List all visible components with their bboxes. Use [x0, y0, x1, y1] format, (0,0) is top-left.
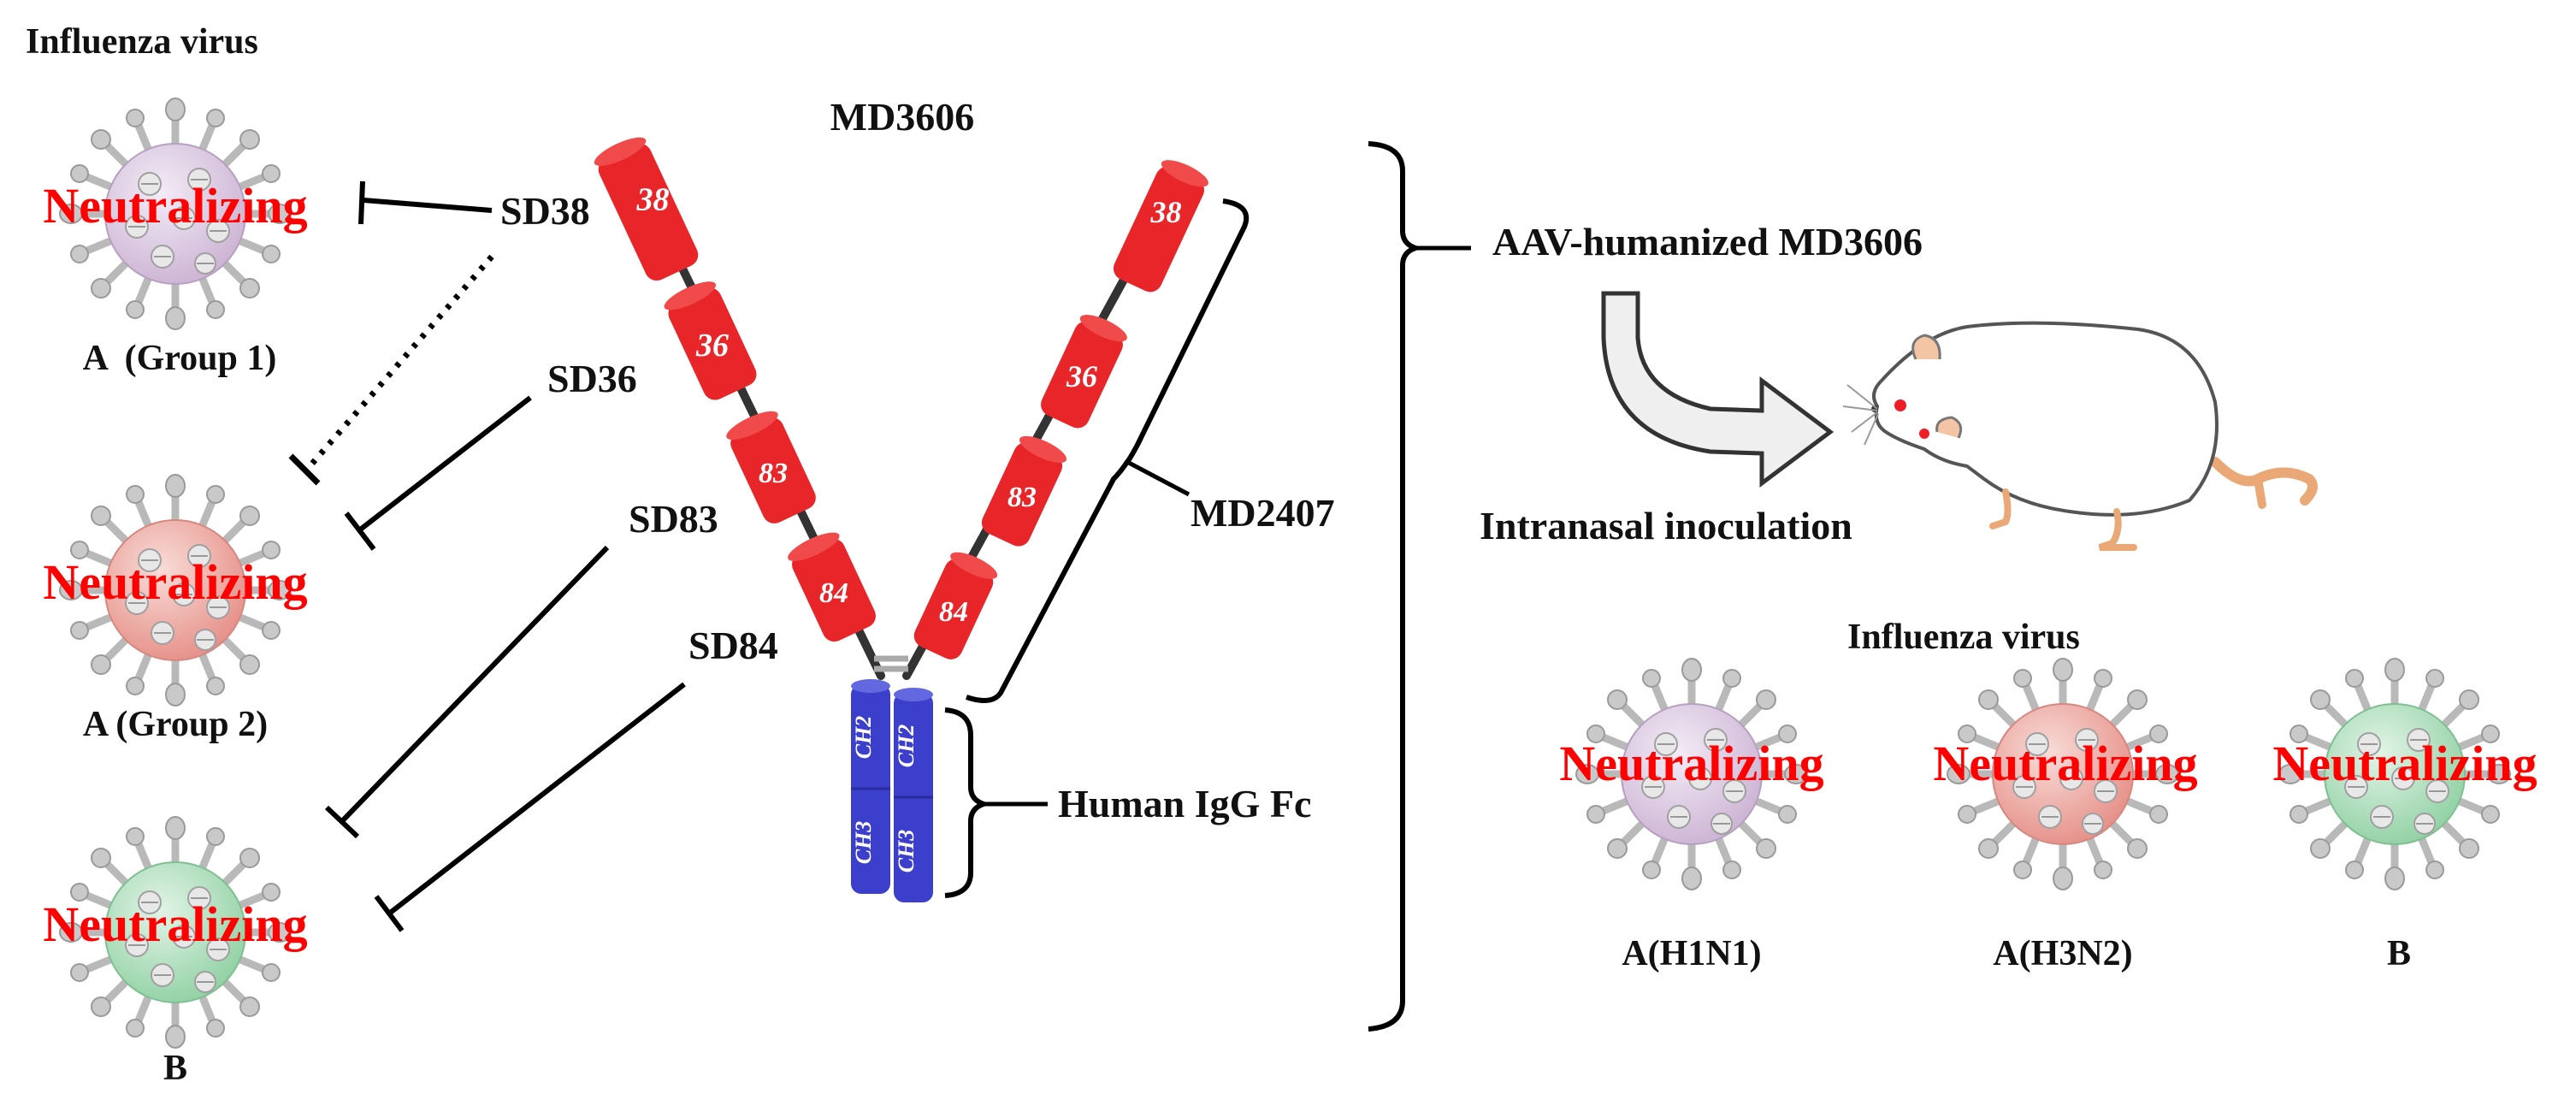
virus-h1n1-status: Neutralizing — [1559, 736, 1823, 791]
svg-text:84: 84 — [939, 596, 968, 628]
svg-text:84: 84 — [819, 577, 848, 609]
md2407-label: MD2407 — [1191, 491, 1335, 535]
left-arm-domain-36: 36 — [664, 281, 757, 400]
route-label: Intranasal inoculation — [1480, 504, 1852, 547]
inhibition-line-sd36-dotted — [288, 254, 494, 486]
inhibition-line-sd36 — [344, 395, 532, 551]
fc-right-chain: CH2 CH3 — [894, 688, 933, 902]
inhibition-line-sd83 — [324, 545, 610, 839]
domain-label-sd83: SD83 — [629, 497, 718, 541]
svg-text:38: 38 — [1149, 195, 1181, 229]
left-panel-title: Influenza virus — [26, 22, 258, 62]
svg-text:CH2: CH2 — [894, 724, 919, 768]
svg-text:CH3: CH3 — [894, 830, 919, 873]
svg-text:38: 38 — [635, 181, 669, 217]
construct-label: AAV-humanized MD3606 — [1492, 220, 1923, 263]
domain-label-sd36: SD36 — [547, 357, 637, 400]
inoculation-arrow-icon — [1601, 291, 1835, 488]
left-arm-domain-84: 84 — [788, 532, 876, 642]
virus-h3n2-label: A(H3N2) — [1993, 934, 2132, 973]
antibody-linkers — [629, 163, 1176, 680]
left-arm-domain-38: 38 — [594, 137, 699, 281]
right-arm-domain-36: 36 — [1041, 315, 1127, 429]
svg-text:36: 36 — [1066, 359, 1097, 393]
virus-right-b-status: Neutralizing — [2272, 736, 2537, 791]
virus-right-b-label: B — [2387, 934, 2411, 973]
virus-h3n2-icon — [1947, 659, 2178, 890]
md3606-bracket — [1368, 141, 1424, 1032]
virus-a-group1-icon — [60, 98, 291, 329]
virus-h1n1-icon — [1576, 659, 1807, 890]
fc-left-chain: CH2 CH3 — [851, 679, 890, 894]
svg-text:CH2: CH2 — [851, 716, 876, 760]
fc-hinge — [874, 655, 908, 672]
virus-a-group1-label: A (Group 1) — [83, 339, 277, 378]
right-arm-domain-38: 38 — [1113, 160, 1208, 293]
virus-b-label: B — [163, 1049, 187, 1088]
virus-right-b-icon — [2279, 659, 2510, 890]
mouse-icon — [1842, 321, 2318, 551]
virus-b-status: Neutralizing — [43, 896, 307, 952]
svg-text:83: 83 — [1007, 482, 1037, 513]
inhibition-line-sd38 — [358, 180, 493, 225]
virus-a-group2-status: Neutralizing — [43, 554, 307, 610]
virus-b-icon — [60, 817, 291, 1048]
fc-label: Human IgG Fc — [1058, 782, 1311, 825]
antibody-name: MD3606 — [830, 95, 975, 139]
md2407-bracket — [966, 198, 1250, 703]
virus-h3n2-status: Neutralizing — [1933, 736, 2197, 791]
right-panel-title: Influenza virus — [1847, 618, 2080, 657]
domain-label-sd38: SD38 — [500, 189, 590, 233]
virus-a-group1-status: Neutralizing — [43, 178, 307, 234]
inhibition-line-sd84 — [374, 682, 686, 932]
fc-bracket — [944, 707, 992, 898]
svg-text:36: 36 — [695, 328, 729, 364]
right-arm-domain-83: 83 — [981, 435, 1067, 547]
svg-text:83: 83 — [759, 458, 788, 489]
virus-h1n1-label: A(H1N1) — [1622, 934, 1761, 973]
virus-a-group2-label: A (Group 2) — [83, 705, 268, 744]
domain-label-sd84: SD84 — [688, 624, 778, 667]
svg-text:CH3: CH3 — [851, 821, 876, 865]
right-arm-domain-84: 84 — [913, 552, 998, 659]
left-arm-domain-83: 83 — [726, 411, 816, 523]
virus-a-group2-icon — [60, 475, 291, 706]
